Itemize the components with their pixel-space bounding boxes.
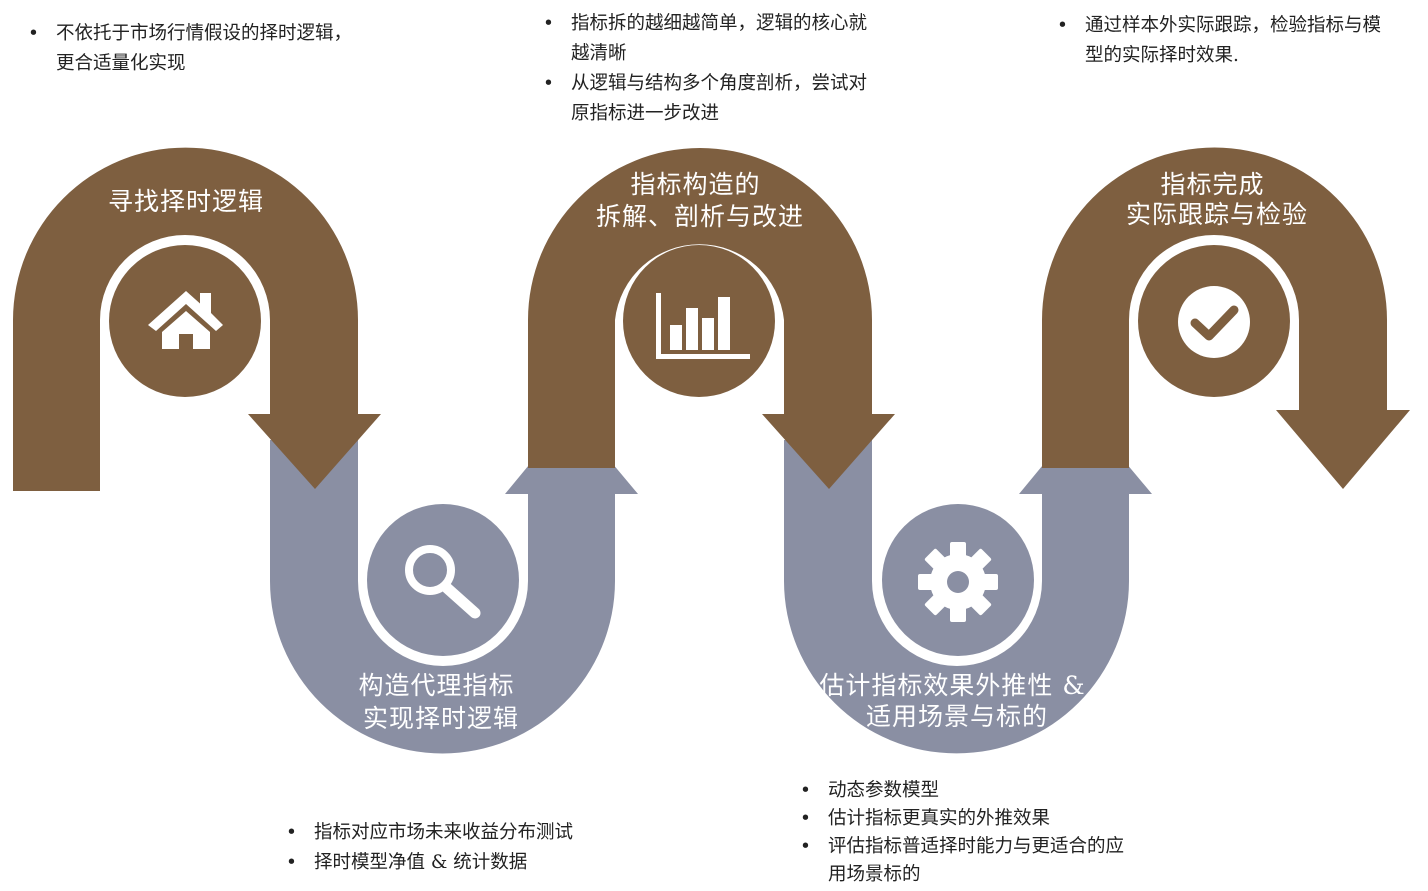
check-circle-icon [1178,286,1250,358]
stage-3-disc [623,245,775,397]
stage-2-note: 择时模型净值 & 统计数据 [286,848,646,878]
stage-4-notes: 动态参数模型 估计指标更真实的外推效果 评估指标普适择时能力与更适合的应用场景标… [800,777,1130,889]
stage-1-band [13,147,381,491]
stage-2-disc [367,504,519,656]
bar-chart-icon [656,293,750,359]
stage-1-note: 不依托于市场行情假设的择时逻辑，更合适量化实现 [28,19,358,79]
stage-4-band [784,414,1152,754]
stage-3-note: 从逻辑与结构多个角度剖析，尝试对原指标进一步改进 [543,69,873,129]
search-icon [405,545,481,619]
stage-4-note: 估计指标更真实的外推效果 [800,805,1130,833]
stage-2-title: 构造代理指标 实现择时逻辑 [359,671,524,733]
stage-2-note: 指标对应市场未来收益分布测试 [286,818,646,848]
stage-2-band [270,414,638,754]
stage-5-note: 通过样本外实际跟踪，检验指标与模型的实际择时效果. [1057,11,1387,71]
stage-2-notes: 指标对应市场未来收益分布测试 择时模型净值 & 统计数据 [286,818,646,878]
stage-3-title: 指标构造的 拆解、剖析与改进 [596,170,804,231]
stage-3-band [528,148,895,489]
stage-3-note: 指标拆的越细越简单，逻辑的核心就越清晰 [543,9,873,69]
stage-4-note: 动态参数模型 [800,777,1130,805]
stage-3-notes: 指标拆的越细越简单，逻辑的核心就越清晰 从逻辑与结构多个角度剖析，尝试对原指标进… [543,9,873,129]
stage-4-note: 评估指标普适择时能力与更适合的应用场景标的 [800,833,1130,889]
gear-icon [918,542,998,622]
stage-1-title: 寻找择时逻辑 [108,187,264,216]
stage-5-notes: 通过样本外实际跟踪，检验指标与模型的实际择时效果. [1057,11,1387,71]
stage-5-title: 指标完成 实际跟踪与检验 [1126,170,1308,229]
stage-1-notes: 不依托于市场行情假设的择时逻辑，更合适量化实现 [28,19,358,79]
stage-4-title: 估计指标效果外推性 & 适用场景与标的 [819,671,1094,731]
home-icon [148,291,223,349]
stage-5-band [1042,147,1410,489]
